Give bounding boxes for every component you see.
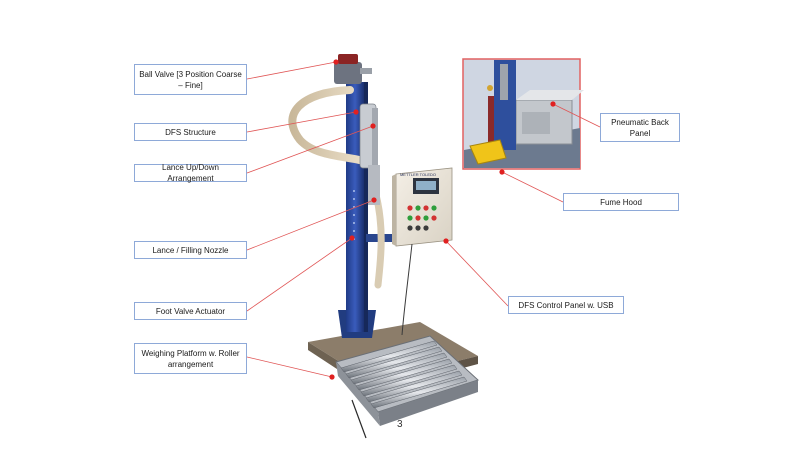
- label-ball-valve: Ball Valve [3 Position Coarse – Fine]: [139, 69, 242, 90]
- label-lance-updown: Lance Up/Down Arrangement: [162, 163, 219, 183]
- callout-pneumatic-panel: Pneumatic Back Panel: [600, 113, 680, 142]
- callout-lance-nozzle: Lance / Filling Nozzle: [134, 241, 247, 259]
- callout-ball-valve: Ball Valve [3 Position Coarse – Fine]: [134, 64, 247, 95]
- valve-head: [334, 54, 372, 84]
- callout-lance-updown: Lance Up/Down Arrangement: [134, 163, 247, 183]
- callout-fume-hood: Fume Hood: [563, 193, 679, 211]
- inset-image: [462, 58, 584, 170]
- control-panel: [392, 167, 453, 247]
- hose: [288, 86, 376, 169]
- label-foot-valve: Foot Valve Actuator: [155, 306, 226, 316]
- roller-conveyor: [335, 335, 479, 439]
- lance-assembly: [359, 103, 380, 205]
- label-fume-hood: Fume Hood: [600, 197, 642, 207]
- callout-foot-valve: Foot Valve Actuator: [134, 302, 247, 320]
- label-lance-nozzle: Lance / Filling Nozzle: [152, 245, 229, 255]
- page-number: 3: [397, 419, 403, 430]
- cable: [401, 243, 413, 336]
- callout-control-panel: DFS Control Panel w. USB: [508, 296, 624, 314]
- label-control-panel: DFS Control Panel w. USB: [518, 300, 614, 310]
- dfs-column: [338, 82, 376, 338]
- leader-lines: [246, 61, 601, 378]
- label-dfs-structure: DFS Structure: [165, 127, 216, 137]
- rollers: [340, 340, 468, 409]
- callout-weighing-platform: Weighing Platform w. Roller arrangement: [134, 343, 247, 374]
- label-pneumatic-panel: Pneumatic Back Panel: [611, 117, 669, 138]
- callout-markers: [329, 59, 556, 380]
- controller-brand: METTLER TOLEDO: [400, 172, 436, 177]
- callout-dfs-structure: DFS Structure: [134, 123, 247, 141]
- label-weighing-platform: Weighing Platform w. Roller arrangement: [141, 348, 240, 369]
